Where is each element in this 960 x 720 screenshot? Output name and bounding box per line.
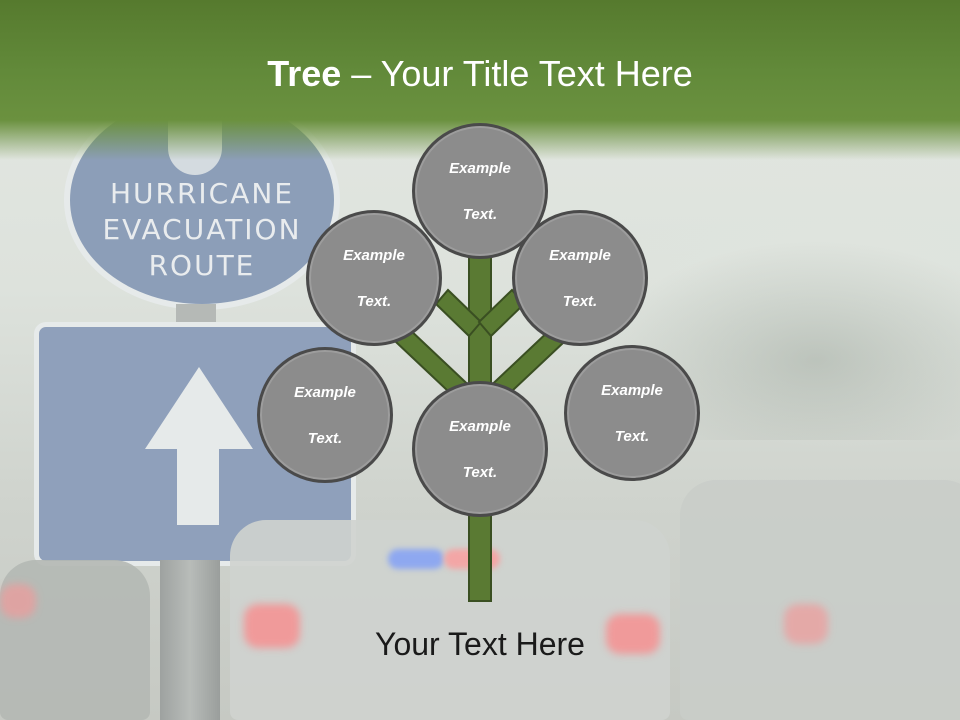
node-line: Example — [343, 246, 405, 264]
tail-light — [606, 614, 660, 654]
node-line: Example — [601, 381, 663, 399]
title-bold: Tree — [267, 53, 342, 94]
sign-text: HURRICANE EVACUATION ROUTE — [70, 176, 334, 284]
slide-title[interactable]: Tree – Your Title Text Here — [0, 52, 960, 96]
node-line: Example — [449, 417, 511, 435]
sign-pole-top — [176, 304, 216, 324]
police-light-blue — [388, 549, 444, 569]
node-line: Text. — [307, 429, 343, 447]
car-right — [680, 480, 960, 720]
slide-caption[interactable]: Your Text Here — [375, 626, 585, 662]
node-line: Text. — [562, 292, 598, 310]
sign-line-3: ROUTE — [148, 249, 256, 282]
arrow-shaft — [177, 445, 219, 525]
sign-line-2: EVACUATION — [102, 213, 302, 246]
node-line: Text. — [462, 463, 498, 481]
node-line: Example — [549, 246, 611, 264]
node-line: Text. — [356, 292, 392, 310]
sign-pole — [160, 560, 220, 720]
node-line: Text. — [462, 205, 498, 223]
node-line: Example — [449, 159, 511, 177]
node-line: Text. — [614, 427, 650, 445]
title-rest: – Your Title Text Here — [341, 53, 693, 94]
tail-light — [244, 604, 300, 648]
sign-line-1: HURRICANE — [109, 177, 295, 210]
tail-light — [784, 604, 828, 644]
arrow-up-icon — [145, 367, 253, 449]
node-line: Example — [294, 383, 356, 401]
tail-light — [0, 584, 36, 618]
